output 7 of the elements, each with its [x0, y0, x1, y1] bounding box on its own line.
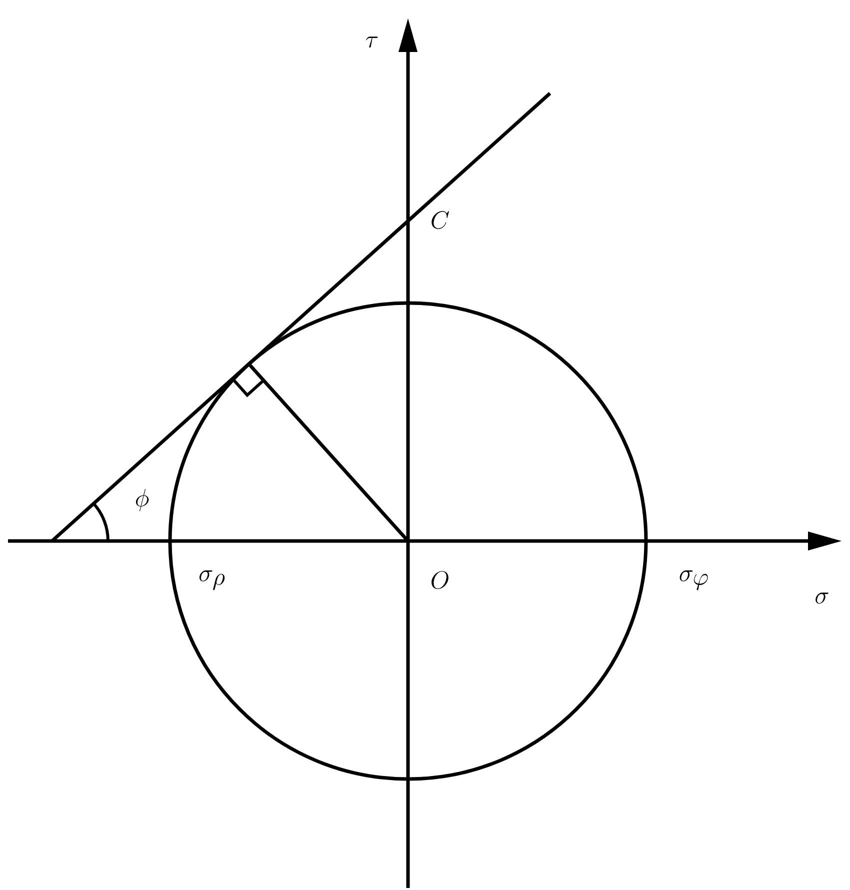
point-label: $C$ — [432, 210, 449, 230]
axis-label: $\tau$ — [366, 36, 378, 48]
point-label: $\sigma_{\rho}$ — [200, 570, 225, 590]
point-label: $\sigma_{\varphi}$ — [680, 570, 708, 590]
angle-label: $\phi$ — [136, 488, 149, 512]
point-label: $O$ — [432, 571, 448, 590]
axis-label: $\sigma$ — [816, 592, 828, 604]
